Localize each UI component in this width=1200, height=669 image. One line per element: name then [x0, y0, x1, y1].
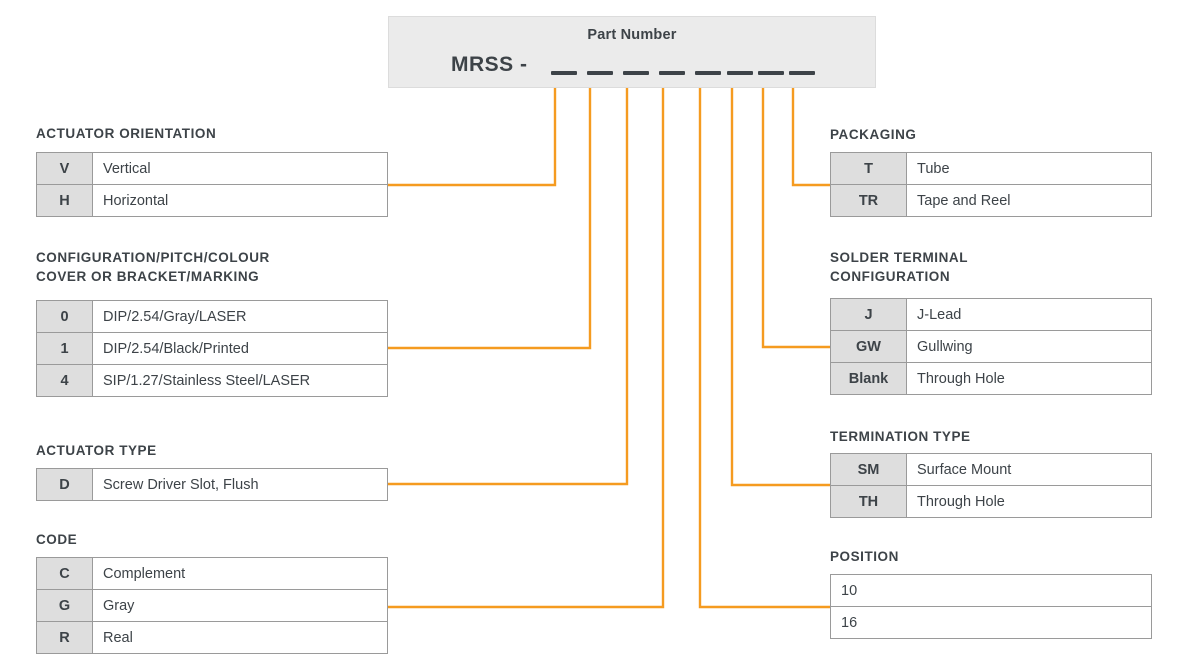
- part-number-slot-3: [623, 71, 649, 75]
- row-desc: Gullwing: [906, 330, 1152, 363]
- table-configuration: 0 DIP/2.54/Gray/LASER 1 DIP/2.54/Black/P…: [36, 300, 388, 397]
- row-desc: Through Hole: [906, 362, 1152, 395]
- row-code: GW: [830, 330, 907, 363]
- row-code: 4: [36, 364, 93, 397]
- row-desc: Tape and Reel: [906, 184, 1152, 217]
- row-code: H: [36, 184, 93, 217]
- row-code: C: [36, 557, 93, 590]
- row-desc: DIP/2.54/Gray/LASER: [92, 300, 388, 333]
- row-desc: 10: [830, 574, 1152, 607]
- table-row: 0 DIP/2.54/Gray/LASER: [36, 300, 388, 333]
- connector-actuator-type: [388, 88, 629, 486]
- table-row: 4 SIP/1.27/Stainless Steel/LASER: [36, 364, 388, 397]
- row-desc: Complement: [92, 557, 388, 590]
- connector-solder-terminal: [761, 88, 830, 349]
- part-number-title: Part Number: [587, 27, 677, 43]
- row-code: D: [36, 468, 93, 501]
- row-code: 1: [36, 332, 93, 365]
- table-solder-terminal-configuration: J J-Lead GW Gullwing Blank Through Hole: [830, 298, 1152, 395]
- row-desc: Tube: [906, 152, 1152, 185]
- part-number-pattern: MRSS -: [389, 53, 875, 83]
- heading-actuator-orientation: ACTUATOR ORIENTATION: [36, 126, 217, 141]
- heading-configuration: CONFIGURATION/PITCH/COLOUR COVER OR BRAC…: [36, 250, 270, 285]
- row-code: G: [36, 589, 93, 622]
- heading-packaging: PACKAGING: [830, 127, 917, 142]
- table-position: 10 16: [830, 574, 1152, 639]
- connector-termination-type: [730, 88, 830, 487]
- connector-configuration: [388, 88, 592, 350]
- row-desc: Surface Mount: [906, 453, 1152, 486]
- row-desc: DIP/2.54/Black/Printed: [92, 332, 388, 365]
- table-row: D Screw Driver Slot, Flush: [36, 468, 388, 501]
- table-row: G Gray: [36, 589, 388, 622]
- row-desc: Vertical: [92, 152, 388, 185]
- heading-termination-type: TERMINATION TYPE: [830, 429, 971, 444]
- row-code: V: [36, 152, 93, 185]
- row-desc: 16: [830, 606, 1152, 639]
- row-desc: Gray: [92, 589, 388, 622]
- table-row: H Horizontal: [36, 184, 388, 217]
- heading-actuator-type: ACTUATOR TYPE: [36, 443, 157, 458]
- row-desc: J-Lead: [906, 298, 1152, 331]
- table-actuator-type: D Screw Driver Slot, Flush: [36, 468, 388, 501]
- table-row: TH Through Hole: [830, 485, 1152, 518]
- heading-position: POSITION: [830, 549, 899, 564]
- row-code: Blank: [830, 362, 907, 395]
- table-row: C Complement: [36, 557, 388, 590]
- table-actuator-orientation: V Vertical H Horizontal: [36, 152, 388, 217]
- table-row: Blank Through Hole: [830, 362, 1152, 395]
- connector-code: [388, 88, 665, 609]
- table-row: R Real: [36, 621, 388, 654]
- row-code: T: [830, 152, 907, 185]
- row-code: SM: [830, 453, 907, 486]
- table-code: C Complement G Gray R Real: [36, 557, 388, 654]
- table-row: V Vertical: [36, 152, 388, 185]
- row-code: R: [36, 621, 93, 654]
- heading-solder-terminal-configuration: SOLDER TERMINAL CONFIGURATION: [830, 250, 968, 285]
- part-number-slot-5: [695, 71, 721, 75]
- row-desc: SIP/1.27/Stainless Steel/LASER: [92, 364, 388, 397]
- table-row: SM Surface Mount: [830, 453, 1152, 486]
- part-number-prefix: MRSS -: [451, 53, 528, 76]
- connector-packaging: [791, 88, 830, 187]
- connector-actuator-orientation: [388, 88, 557, 187]
- table-row: 1 DIP/2.54/Black/Printed: [36, 332, 388, 365]
- row-desc: Horizontal: [92, 184, 388, 217]
- row-code: TR: [830, 184, 907, 217]
- part-number-box: Part Number MRSS -: [388, 16, 876, 88]
- row-code: J: [830, 298, 907, 331]
- part-number-slot-2: [587, 71, 613, 75]
- row-code: TH: [830, 485, 907, 518]
- table-row: 10: [830, 574, 1152, 607]
- table-row: GW Gullwing: [830, 330, 1152, 363]
- table-termination-type: SM Surface Mount TH Through Hole: [830, 453, 1152, 518]
- table-row: 16: [830, 606, 1152, 639]
- row-code: 0: [36, 300, 93, 333]
- row-desc: Screw Driver Slot, Flush: [92, 468, 388, 501]
- part-number-slot-7: [758, 71, 784, 75]
- part-number-slot-6: [727, 71, 753, 75]
- row-desc: Through Hole: [906, 485, 1152, 518]
- table-row: T Tube: [830, 152, 1152, 185]
- table-row: J J-Lead: [830, 298, 1152, 331]
- part-number-slot-4: [659, 71, 685, 75]
- connector-position: [698, 88, 830, 609]
- heading-code: CODE: [36, 532, 78, 547]
- part-number-slot-8: [789, 71, 815, 75]
- part-number-slot-1: [551, 71, 577, 75]
- table-packaging: T Tube TR Tape and Reel: [830, 152, 1152, 217]
- row-desc: Real: [92, 621, 388, 654]
- table-row: TR Tape and Reel: [830, 184, 1152, 217]
